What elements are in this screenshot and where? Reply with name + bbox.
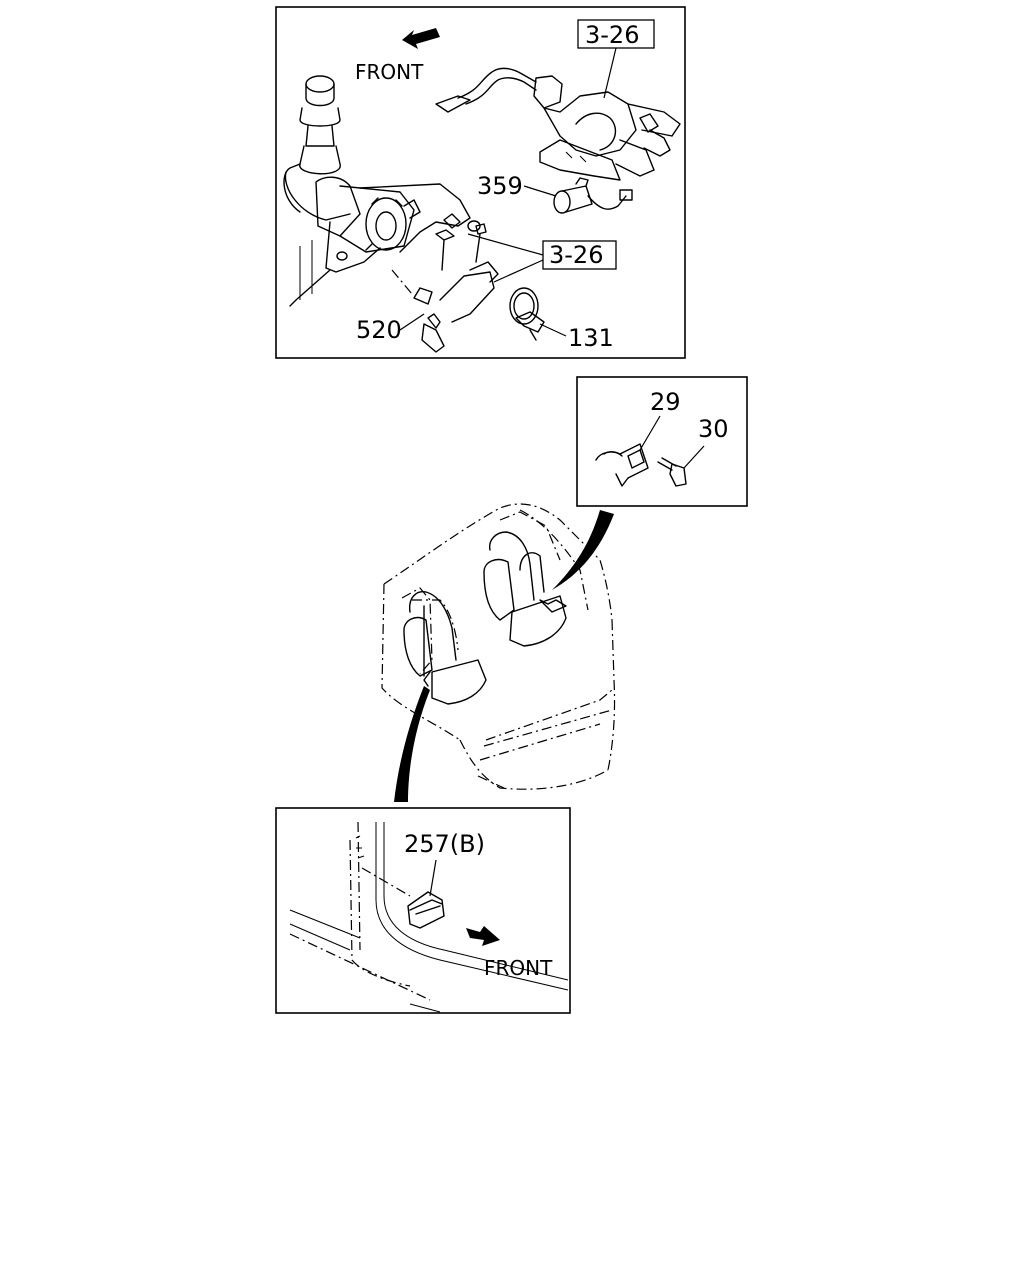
front-label: FRONT — [355, 60, 424, 84]
part-label-359: 359 — [477, 172, 523, 200]
part-label-520: 520 — [356, 316, 402, 344]
leader-520 — [399, 313, 425, 331]
leader-131 — [539, 323, 567, 337]
leader-257b — [429, 859, 437, 897]
part-label-257b: 257(B) — [404, 830, 485, 858]
leader-ref-mid-b — [493, 259, 544, 283]
fitting-520 — [391, 261, 499, 353]
bolt-30 — [657, 457, 687, 487]
part-label-29: 29 — [650, 388, 681, 416]
sensor-359 — [553, 177, 633, 214]
bolts — [435, 223, 487, 271]
ref-label-top: 3-26 — [585, 21, 639, 49]
filler-assembly — [283, 75, 481, 307]
pointer-bottom — [394, 686, 430, 802]
pointer-right — [552, 510, 614, 590]
leader-30 — [683, 445, 705, 469]
right-panel-frame — [576, 376, 748, 507]
heater-unit — [435, 67, 681, 181]
part-label-131: 131 — [568, 324, 614, 352]
leader-ref-mid-a — [467, 233, 544, 256]
bracket-29 — [595, 443, 649, 487]
tie-strap-131 — [509, 287, 545, 341]
front-arrow-icon-bottom — [466, 926, 500, 946]
leader-29 — [639, 415, 661, 451]
leader-ref-top — [603, 47, 617, 99]
front-arrow-icon — [402, 28, 440, 49]
cab-illustration — [381, 503, 616, 790]
clip-257b — [407, 891, 445, 929]
bottom-panel-frame — [275, 807, 571, 1014]
leader-359 — [523, 185, 557, 197]
right-detail-panel: 29 30 — [576, 376, 748, 507]
part-label-30: 30 — [698, 415, 729, 443]
top-panel-frame — [275, 6, 686, 359]
bottom-detail-panel: 257(B) FRONT — [275, 807, 571, 1014]
front-label-bottom: FRONT — [484, 956, 553, 980]
top-detail-panel: FRONT 3-26 359 — [275, 6, 686, 359]
ref-label-mid: 3-26 — [549, 241, 603, 269]
